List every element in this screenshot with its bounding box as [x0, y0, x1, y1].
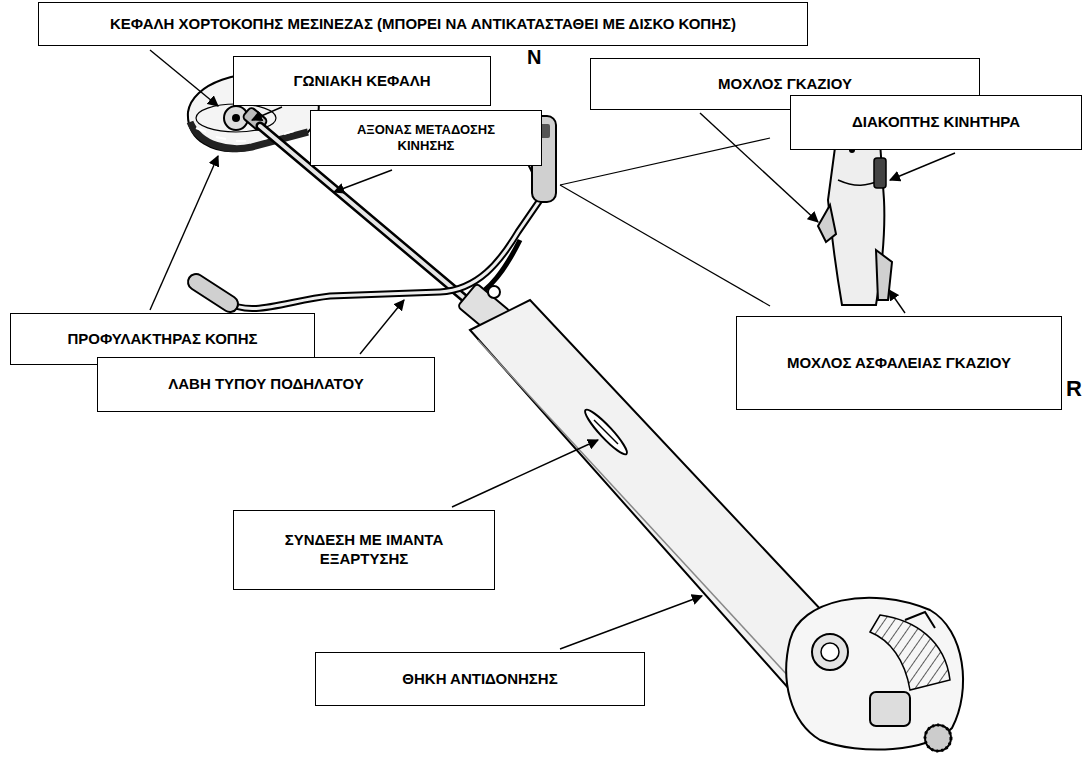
- callout-text: ΔΙΑΚΟΠΤΗΣ ΚΙΝΗΤΗΡΑ: [852, 113, 1020, 132]
- callout-text: ΣΥΝΔΕΣΗ ΜΕ ΙΜΑΝΤΑ ΕΞΑΡΤΥΣΗΣ: [246, 531, 482, 569]
- callout-box: ΜΟΧΛΟΣ ΑΣΦΑΛΕΙΑΣ ΓΚΑΖΙΟΥ: [736, 316, 1062, 410]
- callout-text: ΠΡΟΦΥΛΑΚΤΗΡΑΣ ΚΟΠΗΣ: [67, 330, 257, 349]
- callout-text: ΚΕΦΑΛΗ ΧΟΡΤΟΚΟΠΗΣ ΜΕΣΙΝΕΖΑΣ (ΜΠΟΡΕΙ ΝΑ Α…: [110, 15, 736, 34]
- detail-lines: [560, 138, 770, 306]
- callout-box: ΘΗΚΗ ΑΝΤΙΔΟΝΗΣΗΣ: [315, 652, 645, 706]
- callout-text: ΑΞΟΝΑΣ ΜΕΤΑΔΟΣΗΣ ΚΙΝΗΣΗΣ: [341, 122, 511, 155]
- callout-box: ΔΙΑΚΟΠΤΗΣ ΚΙΝΗΤΗΡΑ: [790, 95, 1082, 150]
- callout-text: ΘΗΚΗ ΑΝΤΙΔΟΝΗΣΗΣ: [402, 670, 557, 689]
- callout-text: ΓΩΝΙΑΚΗ ΚΕΦΑΛΗ: [293, 72, 430, 91]
- callout-text: ΛΑΒΗ ΤΥΠΟΥ ΠΟΔΗΛΑΤΟΥ: [168, 375, 364, 394]
- callout-box: ΚΕΦΑΛΗ ΧΟΡΤΟΚΟΠΗΣ ΜΕΣΙΝΕΖΑΣ (ΜΠΟΡΕΙ ΝΑ Α…: [38, 2, 808, 46]
- enlarged-grip: [818, 130, 892, 305]
- stray-letter: R: [1066, 378, 1082, 400]
- stray-letter: N: [527, 47, 541, 67]
- callout-box: ΛΑΒΗ ΤΥΠΟΥ ΠΟΔΗΛΑΤΟΥ: [97, 357, 435, 412]
- callout-text: ΜΟΧΛΟΣ ΑΣΦΑΛΕΙΑΣ ΓΚΑΖΙΟΥ: [787, 354, 1011, 373]
- callout-box: ΓΩΝΙΑΚΗ ΚΕΦΑΛΗ: [233, 56, 491, 106]
- callout-box: ΣΥΝΔΕΣΗ ΜΕ ΙΜΑΝΤΑ ΕΞΑΡΤΥΣΗΣ: [233, 510, 495, 590]
- engine: [786, 598, 963, 751]
- callout-text: ΜΟΧΛΟΣ ΓΚΑΖΙΟΥ: [718, 75, 852, 94]
- callout-box: ΑΞΟΝΑΣ ΜΕΤΑΔΟΣΗΣ ΚΙΝΗΣΗΣ: [310, 110, 542, 166]
